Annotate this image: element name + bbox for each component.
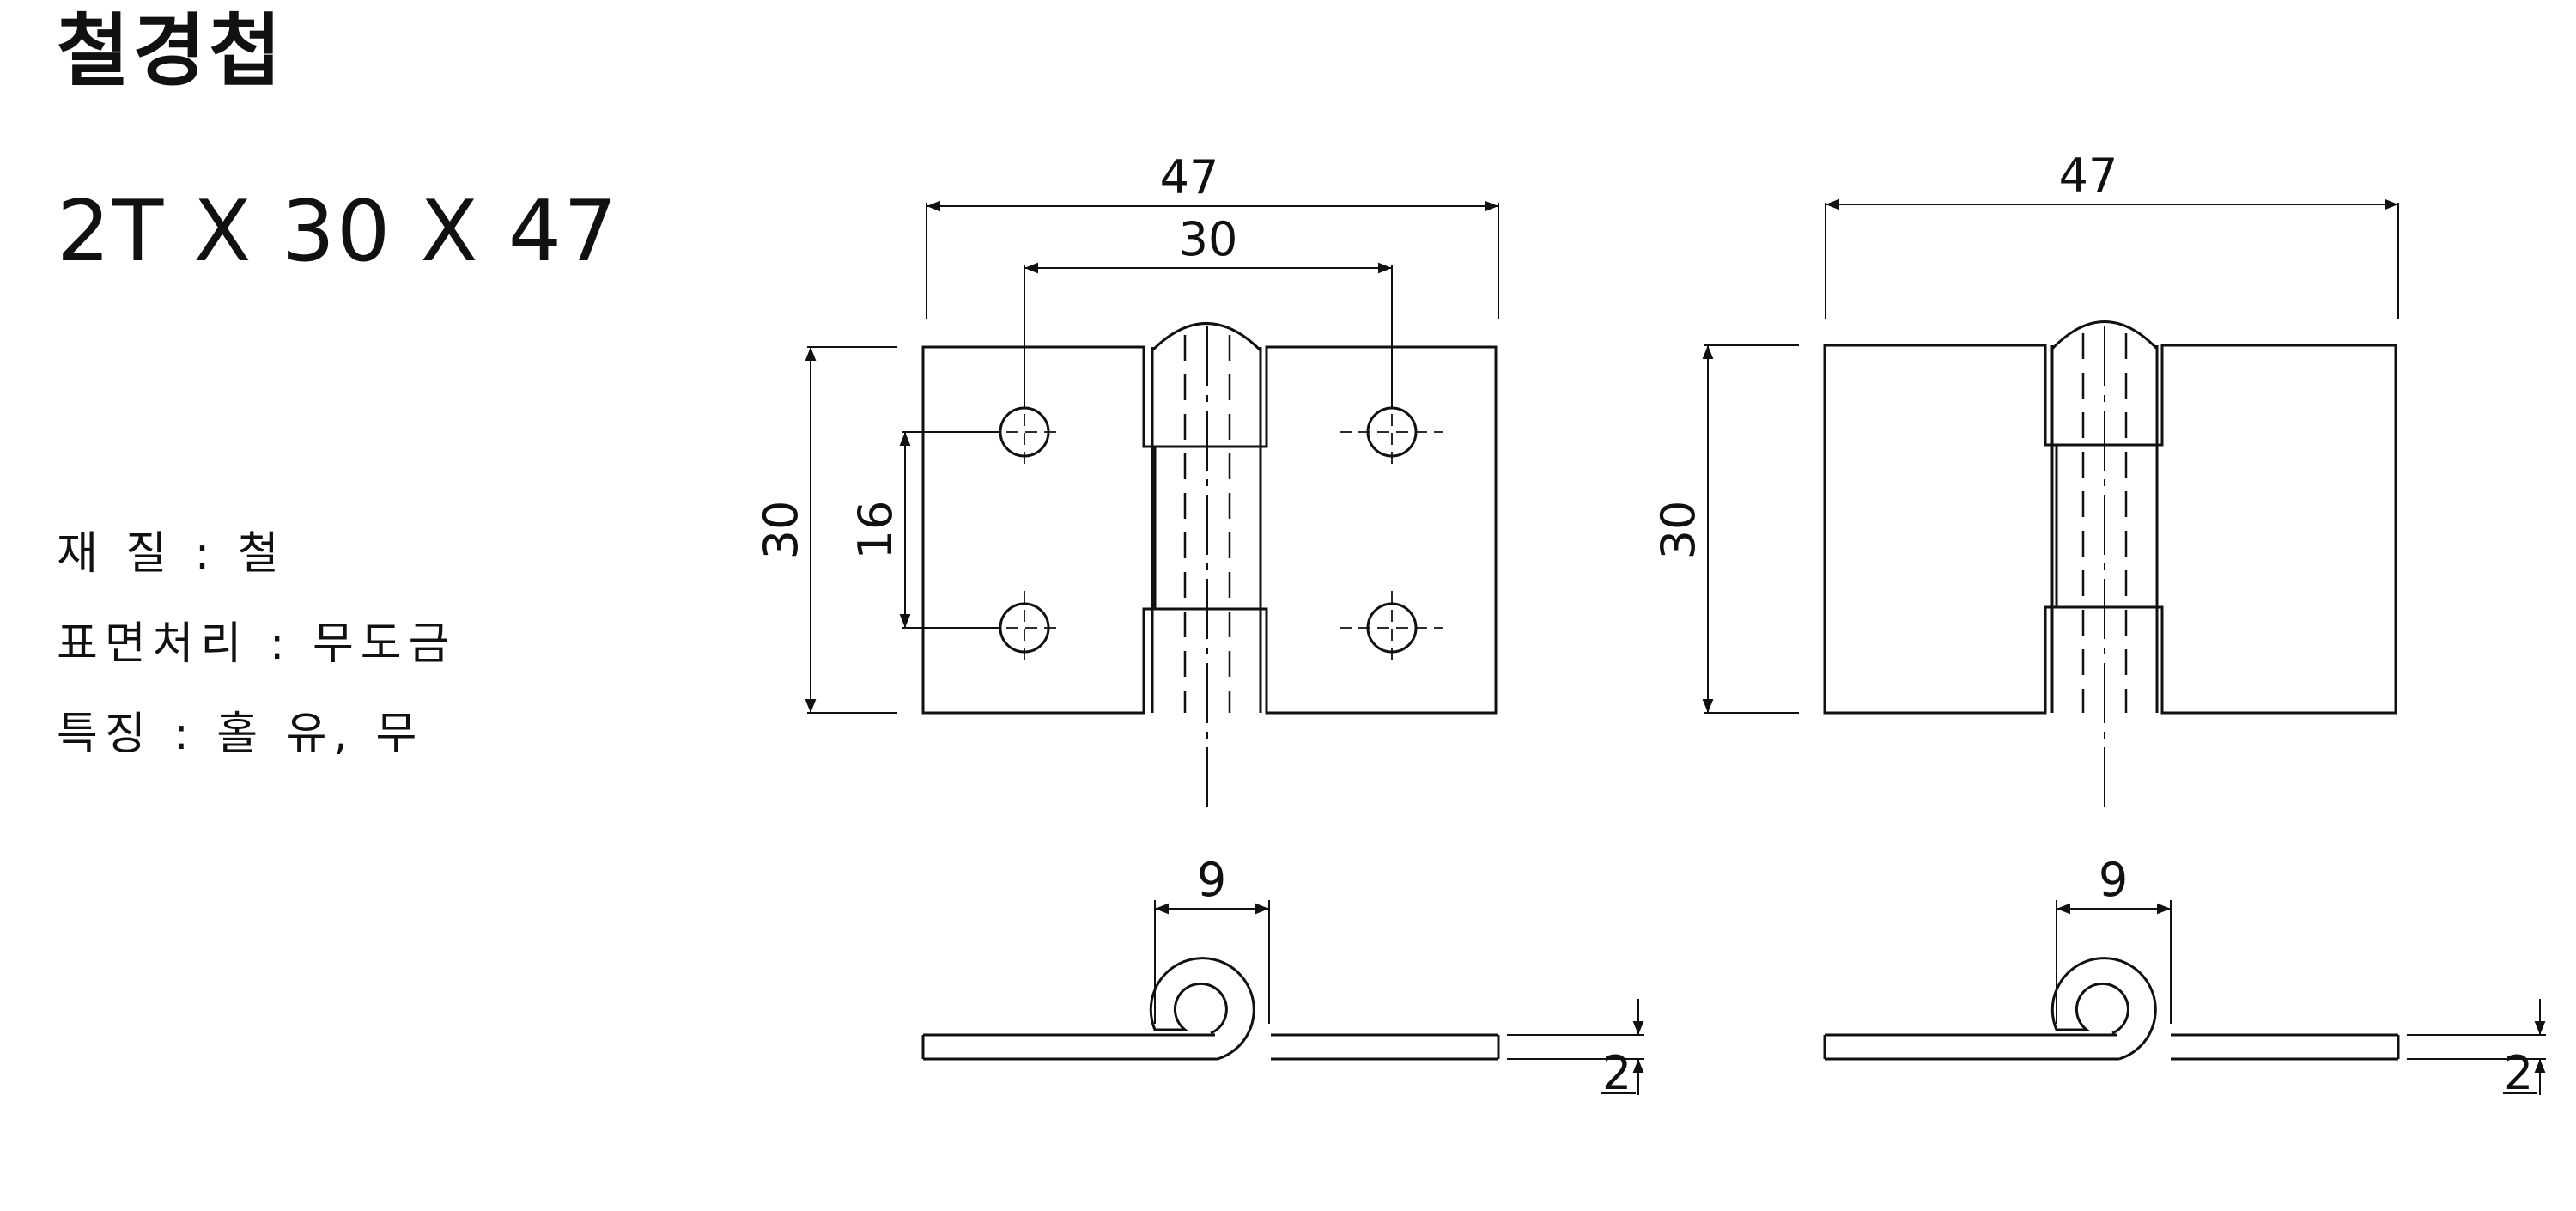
dimension-label: 30 — [1651, 501, 1705, 560]
knuckle-cap — [1151, 322, 1262, 352]
leaf-profile — [921, 1033, 1500, 1061]
hinge-front-view-with-holes — [805, 200, 1499, 812]
right-leaf-outline — [2050, 344, 2397, 715]
knuckle-sides — [2050, 345, 2159, 713]
dimension-label: 47 — [2059, 149, 2118, 203]
product-spec: 2T X 30 X 47 — [57, 183, 619, 281]
extension-lines — [1024, 265, 1393, 408]
left-leaf-outline — [1823, 344, 2058, 715]
material-line: 재 질 : 철 — [57, 528, 286, 580]
leaf-profile — [1823, 1033, 2400, 1061]
hinge-front-view-without-holes — [1702, 198, 2399, 812]
extension-lines — [2056, 900, 2172, 1024]
extension-lines — [2407, 1034, 2546, 1060]
extension-lines — [926, 203, 1499, 319]
extension-lines — [1704, 344, 1799, 714]
curl-profile — [2050, 957, 2157, 1061]
dimension-label: 2 — [2504, 1046, 2533, 1100]
dimension-label: 9 — [1197, 853, 1226, 907]
hinge-side-view-left — [921, 900, 1644, 1095]
left-leaf-outline — [921, 345, 1157, 715]
curl-profile — [1149, 957, 1255, 1061]
extension-lines — [1825, 203, 2399, 319]
extension-lines — [807, 346, 897, 714]
feature-line: 특징 : 홀 유, 무 — [57, 709, 424, 760]
dimension-label: 16 — [848, 501, 902, 560]
dimension-label: 9 — [2099, 853, 2128, 907]
dimension-label: 2 — [1602, 1046, 1631, 1100]
extension-lines — [1154, 900, 1270, 1024]
extension-lines — [902, 431, 1000, 629]
surface-treatment-line: 표면처리 : 무도금 — [57, 618, 457, 670]
extension-lines — [1507, 1034, 1644, 1060]
dimension-label: 30 — [1179, 212, 1238, 266]
pin-hidden-lines — [2081, 333, 2128, 713]
dimension-label: 30 — [754, 501, 808, 560]
right-leaf-outline — [1151, 345, 1498, 715]
mounting-hole — [1340, 591, 1443, 665]
product-title: 철경첩 — [57, 5, 285, 97]
knuckle-cap — [2050, 320, 2159, 350]
hinge-side-view-right — [1823, 900, 2546, 1095]
knuckle-sides — [1151, 347, 1262, 713]
pin-hidden-lines — [1183, 335, 1231, 713]
dimension-label: 47 — [1160, 150, 1219, 204]
